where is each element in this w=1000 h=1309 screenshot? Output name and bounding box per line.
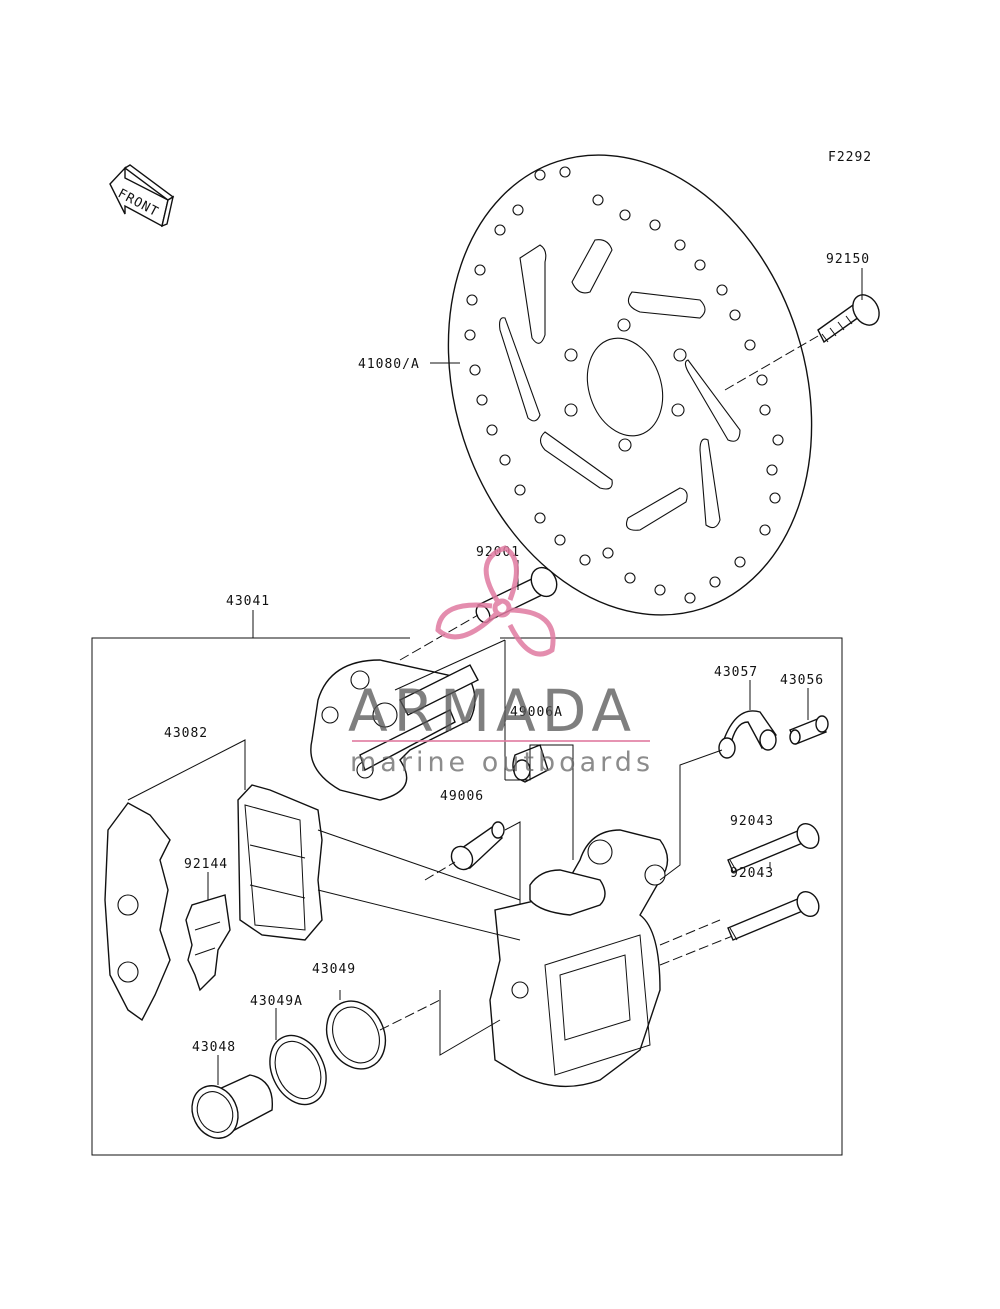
label-92043-lower: 92043 bbox=[730, 866, 774, 881]
label-43056: 43056 bbox=[780, 673, 824, 688]
caliper-body bbox=[489, 829, 736, 1088]
disc-bolt-92150 bbox=[724, 294, 880, 391]
caliper-bolt-92001 bbox=[399, 566, 558, 661]
armada-watermark: ARMADA marine outboards bbox=[348, 545, 654, 778]
caliper-bracket bbox=[310, 639, 506, 801]
label-41080A: 41080/A bbox=[358, 357, 420, 372]
pad-spring-92144 bbox=[185, 872, 231, 992]
pad-pin-92043-upper bbox=[727, 822, 820, 873]
boot-49006A bbox=[505, 744, 574, 860]
disc-cooling-slots bbox=[499, 239, 741, 531]
figure-code: F2292 bbox=[828, 150, 872, 165]
label-92150: 92150 bbox=[826, 252, 870, 267]
seal-43049A bbox=[269, 1008, 327, 1106]
label-43048: 43048 bbox=[192, 1040, 236, 1055]
label-43041: 43041 bbox=[226, 594, 270, 609]
bleeder-valve-43056 bbox=[789, 715, 829, 745]
piston-43048 bbox=[191, 1055, 274, 1139]
watermark-subtitle: marine outboards bbox=[350, 747, 654, 778]
label-43082: 43082 bbox=[164, 726, 208, 741]
label-43057: 43057 bbox=[714, 665, 758, 680]
bleeder-cap-43057 bbox=[659, 710, 777, 881]
disc-bolt-holes bbox=[564, 318, 687, 452]
label-43049: 43049 bbox=[312, 962, 356, 977]
propeller-logo-icon bbox=[435, 545, 556, 657]
disc-perimeter-holes bbox=[464, 166, 784, 604]
label-43049A: 43049A bbox=[250, 994, 303, 1009]
brake-pads-43082 bbox=[104, 739, 521, 1022]
watermark-title: ARMADA bbox=[348, 677, 637, 745]
front-arrow-icon: FRONT bbox=[109, 164, 175, 228]
boot-49006 bbox=[424, 821, 521, 910]
label-49006A: 49006A bbox=[510, 705, 563, 720]
seal-43049 bbox=[325, 990, 501, 1070]
label-92144: 92144 bbox=[184, 857, 228, 872]
label-92043-upper: 92043 bbox=[730, 814, 774, 829]
pad-pin-92043-lower bbox=[727, 890, 820, 941]
brake-disc bbox=[447, 154, 813, 616]
assembly-frame-43041 bbox=[91, 637, 843, 1156]
label-49006: 49006 bbox=[440, 789, 484, 804]
